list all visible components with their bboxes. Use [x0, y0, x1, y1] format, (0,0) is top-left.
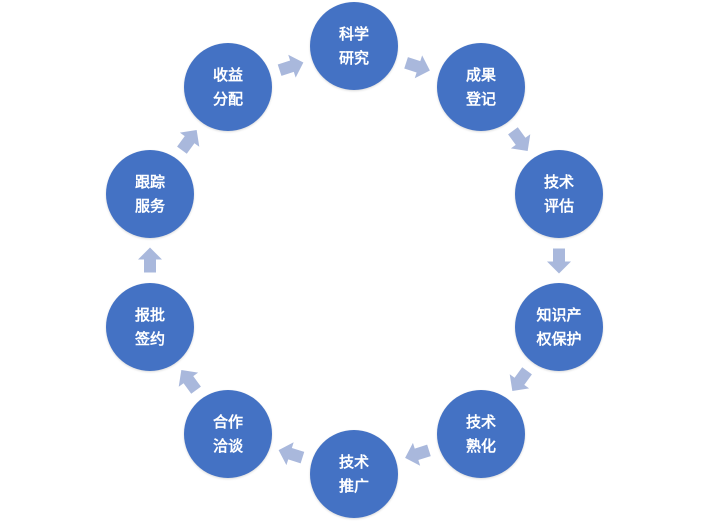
- node-sign: 报批 签约: [106, 283, 194, 371]
- node-label-line1: 报批: [134, 306, 165, 324]
- flow-arrow-icon: [178, 369, 201, 394]
- node-mature: 技术 熟化: [437, 390, 525, 478]
- node-label-line1: 合作: [212, 413, 243, 431]
- node-label-line2: 签约: [134, 330, 165, 348]
- node-label-line2: 研究: [338, 49, 369, 67]
- node-research: 科学 研究: [310, 2, 398, 90]
- node-register: 成果 登记: [437, 43, 525, 131]
- node-negotiate: 合作 洽谈: [184, 390, 272, 478]
- node-label-line2: 权保护: [536, 330, 582, 348]
- flow-arrow-icon: [404, 55, 430, 79]
- node-label-line2: 登记: [465, 90, 496, 108]
- node-tracking: 跟踪 服务: [106, 150, 194, 238]
- node-label-line1: 跟踪: [134, 173, 165, 191]
- flow-arrow-icon: [405, 442, 431, 466]
- flow-arrow-icon: [508, 127, 531, 152]
- node-label-line1: 技术: [543, 173, 574, 191]
- flow-arrow-icon: [278, 442, 305, 466]
- node-promote: 技术 推广: [310, 430, 398, 518]
- node-label-line2: 服务: [134, 197, 165, 215]
- node-label-line1: 成果: [465, 66, 496, 84]
- node-label-line2: 分配: [212, 90, 243, 108]
- node-label-line1: 科学: [338, 25, 369, 43]
- node-label-line2: 评估: [543, 197, 574, 215]
- flow-arrow-icon: [138, 247, 162, 273]
- node-label-line2: 推广: [338, 477, 369, 495]
- node-label-line1: 技术: [338, 453, 369, 471]
- flow-arrow-icon: [547, 248, 571, 274]
- node-label-line1: 收益: [212, 66, 243, 84]
- node-evaluate: 技术 评估: [515, 150, 603, 238]
- node-label-line2: 熟化: [465, 437, 496, 455]
- node-label-line1: 知识产: [536, 306, 582, 324]
- flow-arrow-icon: [277, 54, 304, 78]
- node-ip: 知识产 权保护: [515, 283, 603, 371]
- node-revenue: 收益 分配: [184, 43, 272, 131]
- flow-arrow-icon: [177, 129, 200, 154]
- node-label-line2: 洽谈: [212, 437, 243, 455]
- node-label-line1: 技术: [465, 413, 496, 431]
- flow-arrow-icon: [509, 367, 532, 392]
